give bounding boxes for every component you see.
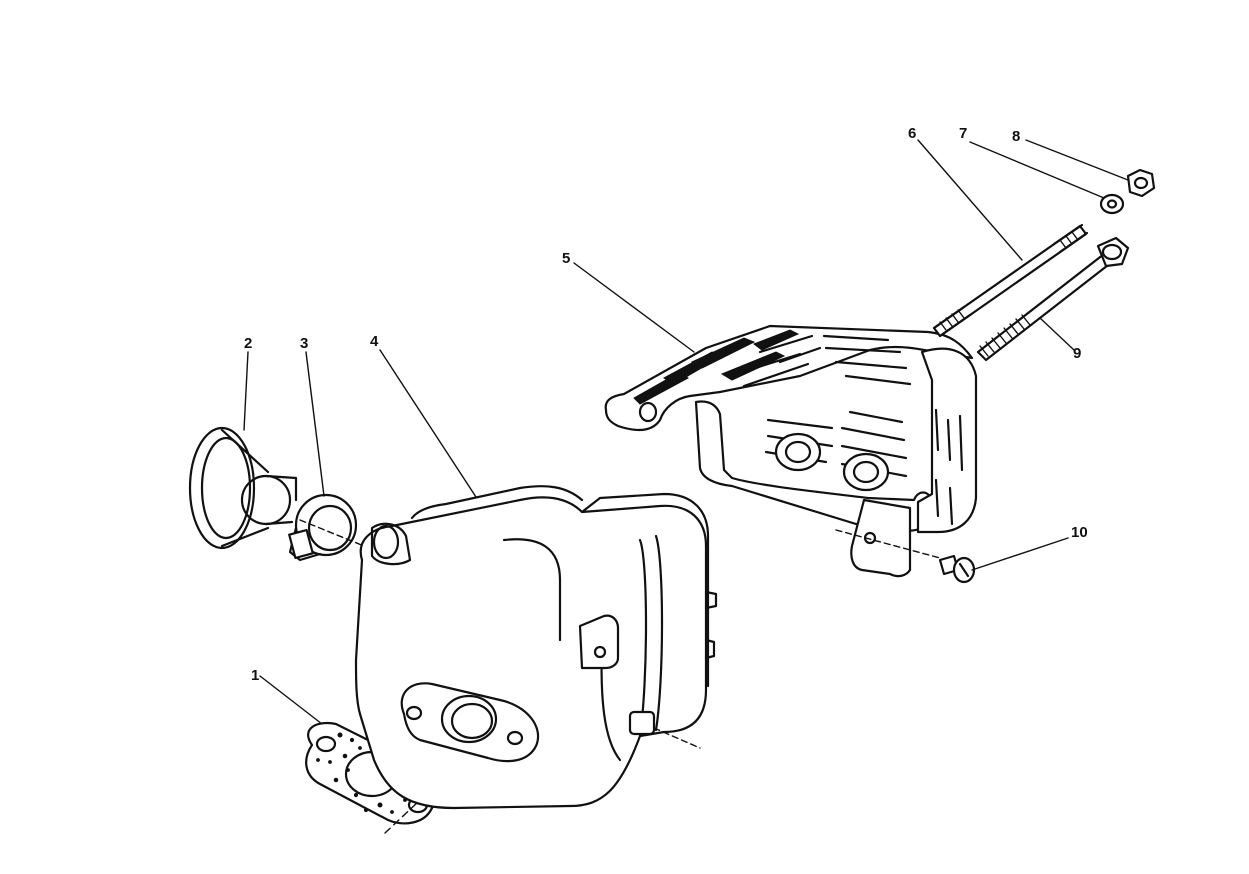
part-4-muffler xyxy=(354,485,718,810)
leader-7 xyxy=(969,141,1105,199)
leader-10 xyxy=(971,537,1069,571)
leader-1 xyxy=(259,675,323,725)
part-6-stud xyxy=(932,223,1089,338)
part-5-heat-shield xyxy=(604,324,978,578)
leader-5 xyxy=(573,262,695,353)
leader-8 xyxy=(1025,139,1129,181)
part-10-screw xyxy=(938,554,976,584)
callout-1: 1 xyxy=(251,667,260,684)
bracket-alignment-line xyxy=(835,529,941,559)
part-9-bolt xyxy=(976,236,1130,362)
part-2-exhaust-deflector xyxy=(188,426,298,550)
leader-2 xyxy=(243,351,249,431)
screw-alignment-line xyxy=(653,727,701,749)
part-8-nut xyxy=(1126,168,1156,198)
callout-10: 10 xyxy=(1071,524,1088,541)
callout-5: 5 xyxy=(562,250,571,267)
callout-9: 9 xyxy=(1073,345,1082,362)
callout-8: 8 xyxy=(1012,128,1021,145)
callout-3: 3 xyxy=(300,335,309,352)
callout-2: 2 xyxy=(244,335,253,352)
part-7-washer xyxy=(1099,193,1125,215)
leader-3 xyxy=(305,351,325,497)
clamp-alignment-line xyxy=(299,519,365,547)
callout-4: 4 xyxy=(370,333,379,350)
callout-6: 6 xyxy=(908,125,917,142)
part-3-clamp xyxy=(288,493,358,562)
leader-9 xyxy=(1039,317,1075,351)
leader-6 xyxy=(917,139,1023,261)
leader-4 xyxy=(379,349,477,498)
callout-7: 7 xyxy=(959,125,968,142)
